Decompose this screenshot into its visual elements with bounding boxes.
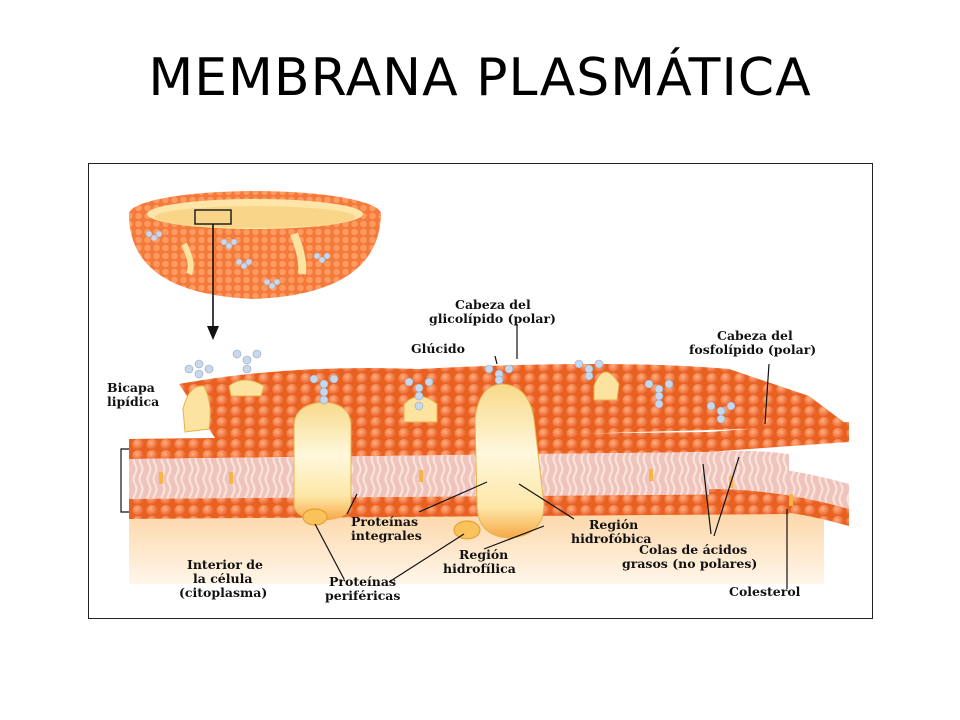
label-proteinas-integrales-2: integrales xyxy=(351,528,422,543)
label-colesterol: Colesterol xyxy=(729,584,801,599)
label-proteinas-perifericas-1: Proteínas xyxy=(329,574,396,589)
label-proteinas-integrales-1: Proteínas xyxy=(351,514,418,529)
label-region-hidrofilica-2: hidrofílica xyxy=(443,561,516,576)
label-bicapa-2: lipídica xyxy=(107,394,159,409)
label-cabeza-glicolipido-2: glicolípido (polar) xyxy=(429,311,556,326)
leader-lines xyxy=(120,324,788,589)
membrane-diagram: Bicapa lipídica Cabeza del glicolípido (… xyxy=(88,163,873,619)
label-cabeza-glicolipido-1: Cabeza del xyxy=(455,297,531,312)
label-bicapa-1: Bicapa xyxy=(107,380,155,395)
label-cabeza-fosfolipido-2: fosfolípido (polar) xyxy=(689,342,816,357)
label-region-hidrofobica-1: Región xyxy=(589,517,638,532)
peripheral-proteins xyxy=(302,508,481,540)
integral-protein-right xyxy=(474,383,545,539)
label-cabeza-fosfolipido-1: Cabeza del xyxy=(717,328,793,343)
glucid-chains xyxy=(184,349,736,424)
label-colas-2: grasos (no polares) xyxy=(622,556,757,571)
label-interior-1: Interior de xyxy=(187,557,263,572)
membrane-illustration: Bicapa lipídica Cabeza del glicolípido (… xyxy=(107,191,849,603)
cell-sphere-icon xyxy=(129,191,381,299)
integral-protein-left xyxy=(293,401,352,521)
label-proteinas-perifericas-2: periféricas xyxy=(325,588,400,603)
label-region-hidrofobica-2: hidrofóbica xyxy=(571,531,651,546)
page-title: MEMBRANA PLASMÁTICA xyxy=(148,48,812,108)
label-interior-2: la célula xyxy=(193,571,252,586)
label-glucido: Glúcido xyxy=(411,341,465,356)
label-colas-1: Colas de ácidos xyxy=(639,542,747,557)
label-region-hidrofilica-1: Región xyxy=(459,547,508,562)
label-interior-3: (citoplasma) xyxy=(179,585,267,600)
